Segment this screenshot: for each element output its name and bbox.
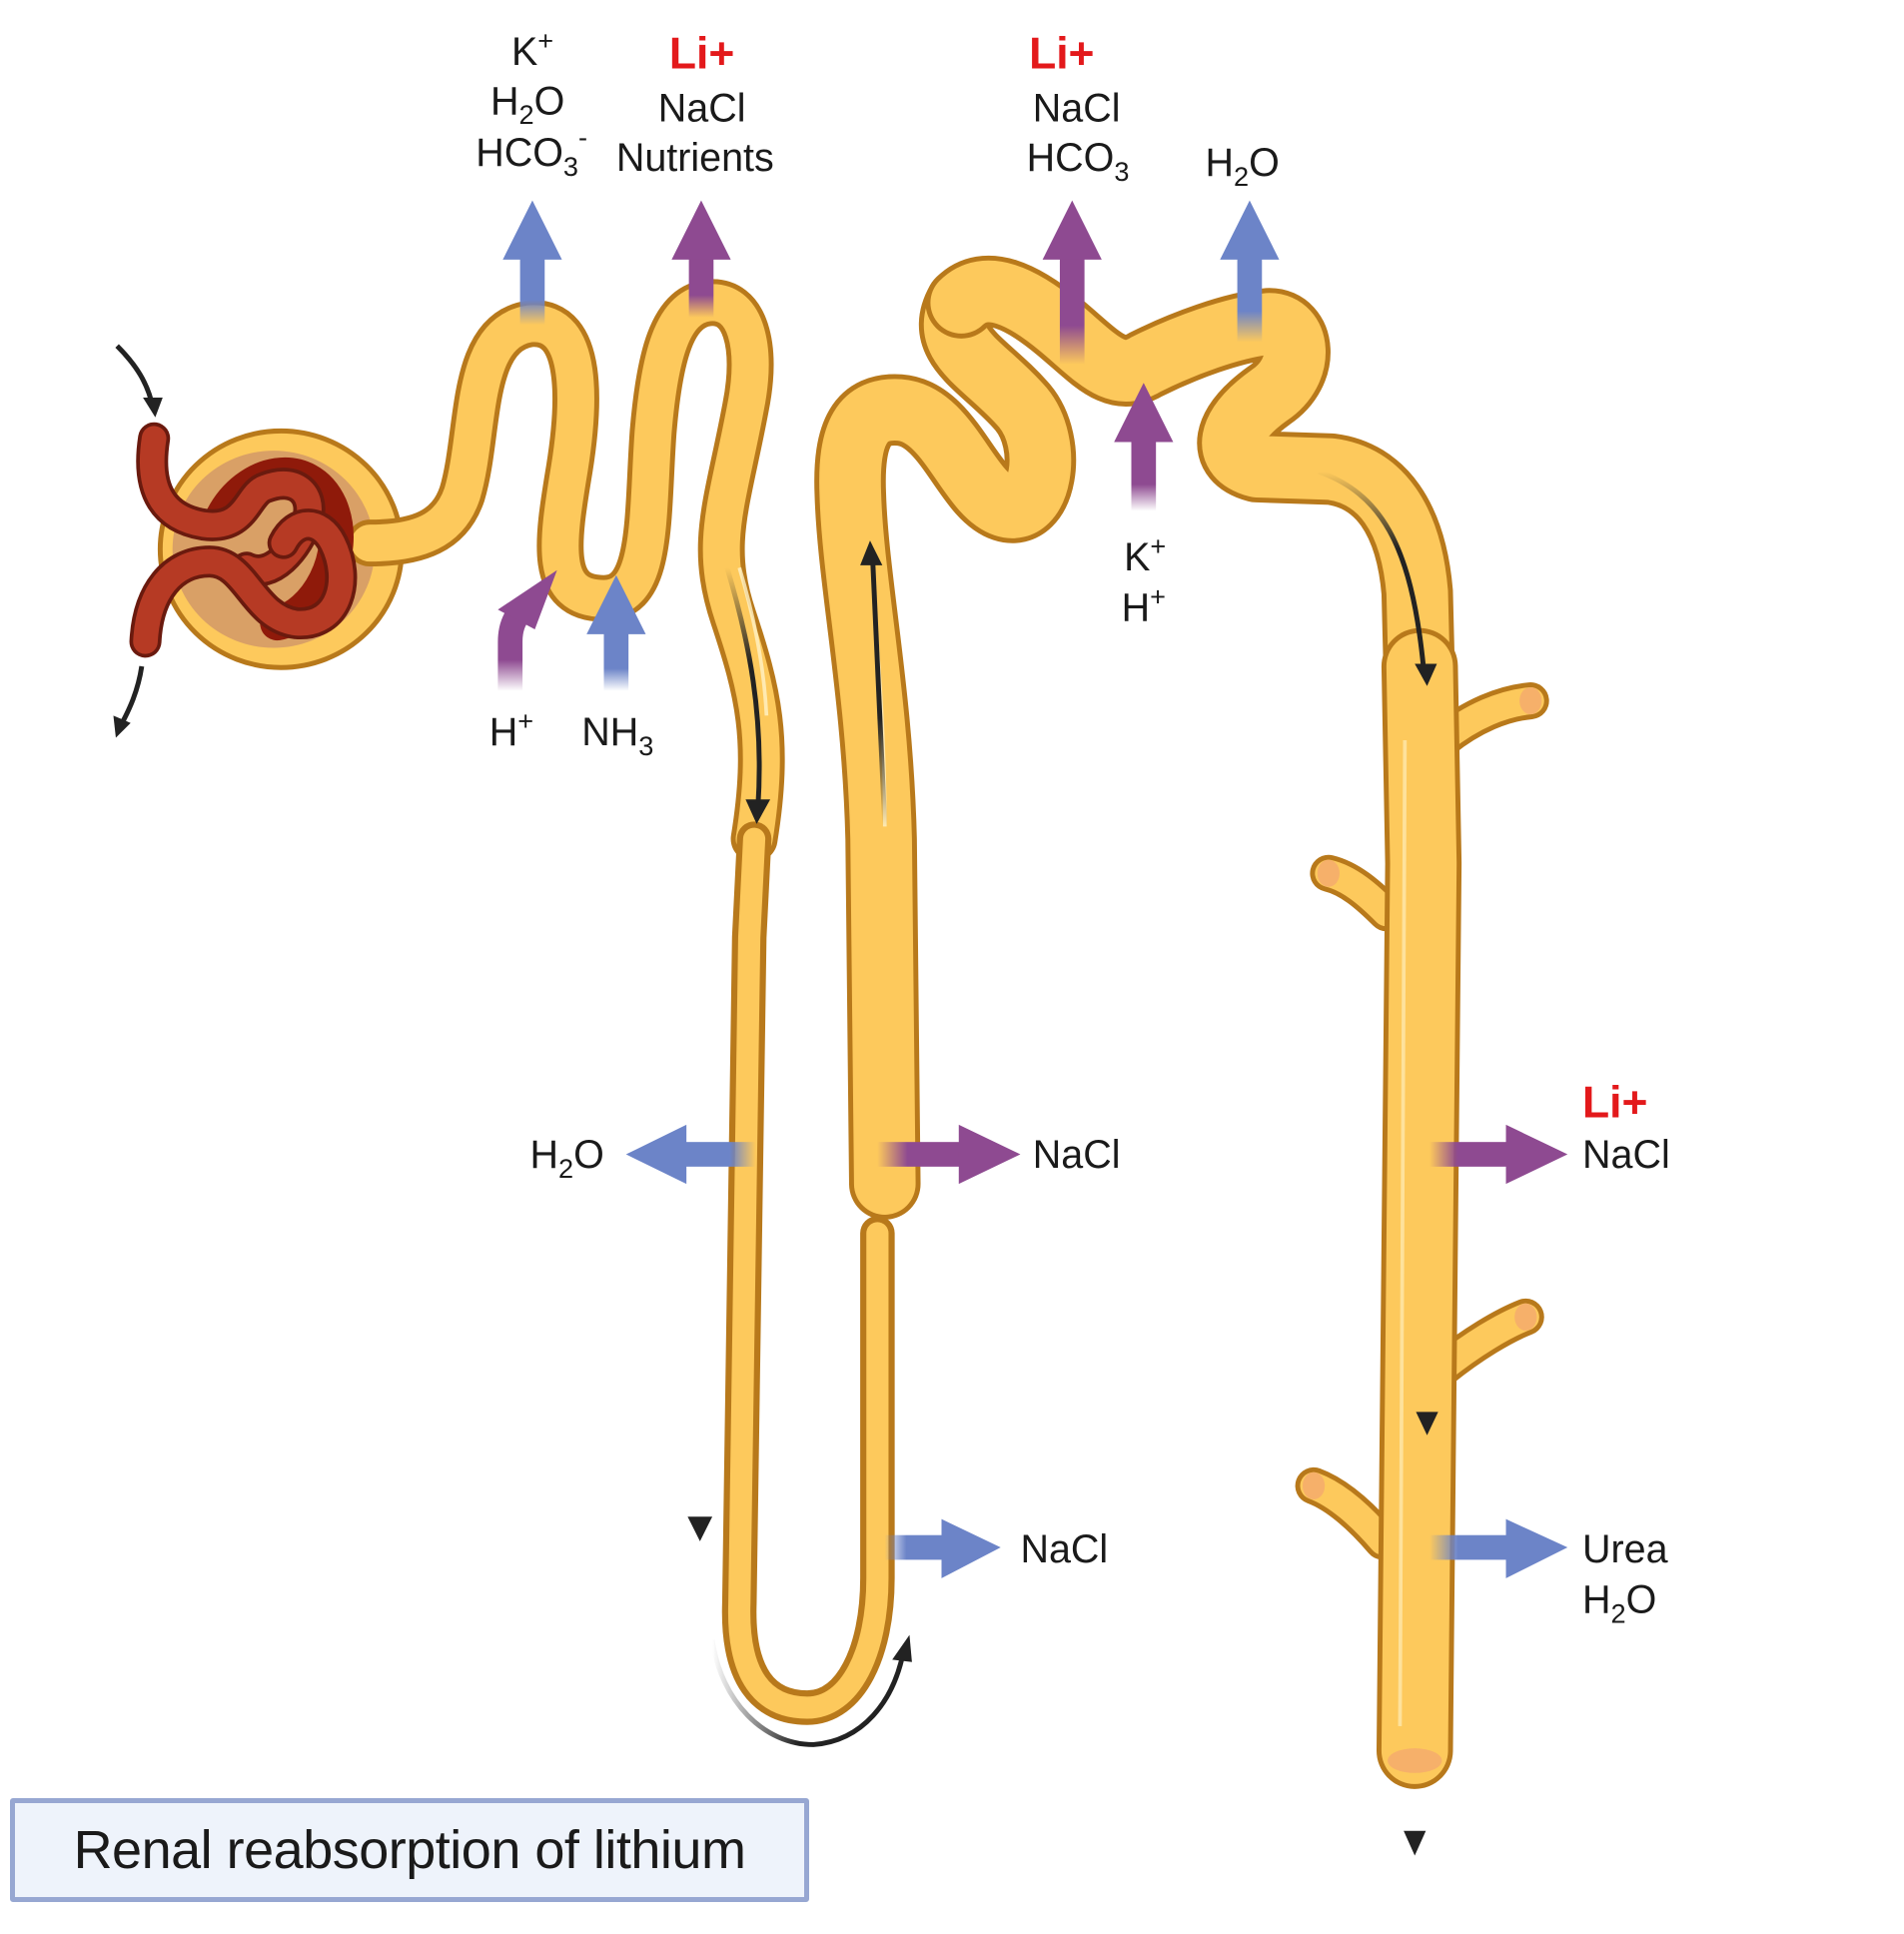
cd-out-purple-arrow: [1429, 1124, 1568, 1185]
svg-text:NaCl: NaCl: [658, 87, 746, 131]
svg-text:HCO3-: HCO3-: [476, 121, 587, 182]
lithium-label: Li+: [669, 30, 734, 79]
flow-arrows: [113, 344, 1438, 1856]
ascending-flow-arrow: [869, 554, 888, 827]
label-desc-out-blue: H2O: [529, 1133, 603, 1184]
transport-arrows: [497, 200, 1568, 1578]
pct-in-blue-arrow: [586, 574, 646, 691]
diagram-title-box: Renal reabsorption of lithium: [10, 1798, 809, 1902]
asc-thin-out-blue-arrow: [884, 1518, 1001, 1578]
dct-in-purple-arrow: [1114, 383, 1174, 511]
svg-text:H2O: H2O: [1582, 1577, 1656, 1628]
label-pct-in-purple: H+: [489, 705, 533, 754]
svg-text:Nutrients: Nutrients: [616, 136, 774, 180]
label-asc-thin-out-blue: NaCl: [1020, 1527, 1108, 1571]
label-pct-in-blue: NH3: [581, 710, 653, 761]
label-dct-in-purple: K+ H+: [1122, 530, 1167, 629]
label-pct-out-blue: K+ H2O HCO3-: [476, 25, 587, 182]
svg-text:NaCl: NaCl: [1582, 1133, 1670, 1177]
svg-text:H+: H+: [1122, 581, 1166, 630]
cd-out-blue-arrow: [1429, 1518, 1568, 1578]
lithium-label: Li+: [1029, 30, 1094, 79]
label-pct-out-purple: Li+ NaCl Nutrients: [616, 30, 774, 180]
lithium-label: Li+: [1582, 1079, 1647, 1128]
label-cd-out-blue: Urea H2O: [1582, 1527, 1668, 1628]
tubule-system: [157, 255, 1549, 1789]
label-dct-out-blue: H2O: [1206, 141, 1280, 192]
svg-text:K+: K+: [511, 25, 553, 74]
dct-out-purple-arrow: [1042, 200, 1102, 365]
asc-thick-out-purple-arrow: [877, 1124, 1021, 1185]
blood-out-arrow: [118, 665, 145, 727]
loop-flow-arrow: [709, 1639, 906, 1747]
pct-out-purple-arrow: [671, 200, 731, 318]
svg-text:K+: K+: [1124, 530, 1166, 579]
glomerulus: [129, 422, 358, 658]
pct-flow-arrow: [724, 566, 762, 809]
dct-out-blue-arrow: [1220, 200, 1280, 343]
label-dct-out-purple: Li+ NaCl HCO3: [1027, 30, 1130, 187]
svg-text:Urea: Urea: [1582, 1527, 1668, 1571]
pct-in-purple-arrow: [497, 569, 557, 691]
label-cd-out-purple: Li+ NaCl: [1582, 1079, 1670, 1178]
desc-out-blue-arrow: [625, 1124, 756, 1185]
label-asc-thick-out-purple: NaCl: [1033, 1133, 1121, 1177]
pct-out-blue-arrow: [502, 200, 562, 326]
svg-text:NaCl: NaCl: [1033, 87, 1121, 131]
dct-flow-arrow: [1318, 469, 1427, 667]
diagram-title: Renal reabsorption of lithium: [73, 1820, 746, 1880]
svg-text:HCO3: HCO3: [1027, 136, 1130, 187]
labels: K+ H2O HCO3- Li+ NaCl Nutrients H+ NH3 L…: [476, 25, 1670, 1628]
svg-text:H2O: H2O: [490, 79, 564, 130]
